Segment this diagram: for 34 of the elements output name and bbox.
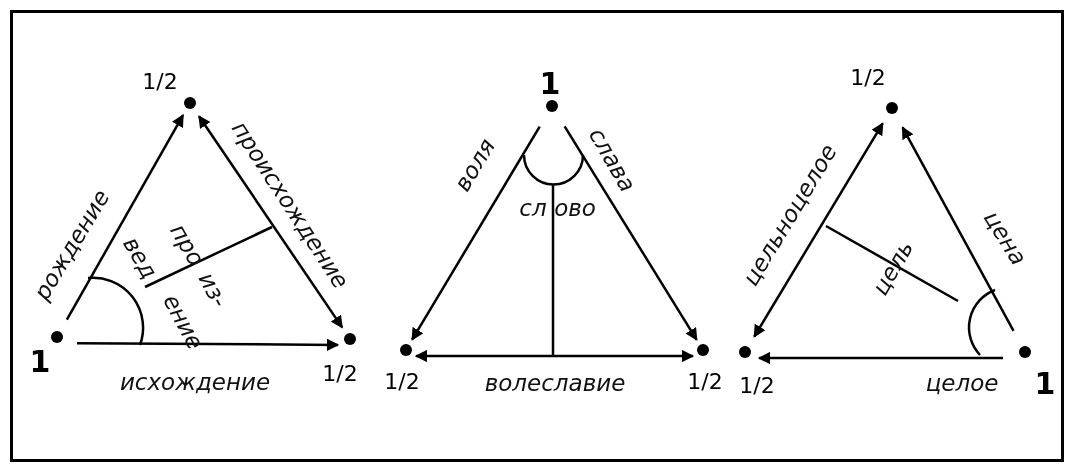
edge-label: целое (925, 371, 999, 395)
vertex-dot (184, 97, 196, 109)
arrow (757, 351, 1003, 365)
vertex-dot (400, 344, 412, 356)
vertex-value: 1/2 (142, 71, 178, 93)
word-label: про (166, 220, 208, 270)
vertex-value: 1/2 (850, 67, 886, 89)
word-label: из- (194, 268, 232, 312)
edge-label: волеславие (484, 371, 626, 395)
word-label: ово (554, 196, 596, 220)
arrow (901, 126, 1015, 332)
vertex-value: 1/2 (322, 363, 358, 385)
vertex-value: 1 (1034, 369, 1056, 399)
arrow (563, 125, 698, 341)
vertex-dot (886, 102, 898, 114)
vertex-dot (344, 333, 356, 345)
edge-label: исхождение (119, 370, 271, 394)
vertex-dot (739, 346, 751, 358)
vertex-value: 1/2 (739, 375, 775, 397)
vertex-value: 1/2 (687, 371, 723, 393)
word-label: сл (519, 196, 547, 220)
arrow (414, 349, 695, 363)
vertex-dot (51, 331, 63, 343)
arrow (77, 338, 340, 352)
arrow (197, 115, 344, 329)
vertex-value: 1 (539, 69, 561, 99)
arrow (753, 122, 884, 338)
vertex-value: 1/2 (384, 371, 420, 393)
vertex-dot (546, 100, 558, 112)
vertex-dot (697, 344, 709, 356)
arrow (65, 114, 185, 321)
vertex-value: 1 (29, 347, 51, 377)
vertex-dot (1019, 346, 1031, 358)
arrow (411, 125, 541, 341)
